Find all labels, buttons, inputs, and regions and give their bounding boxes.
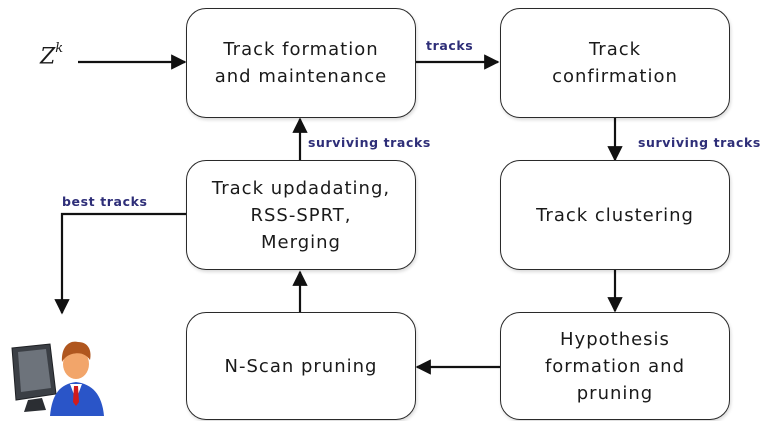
track-formation-box: Track formation and maintenance [186, 8, 416, 118]
n-scan-pruning-label: N-Scan pruning [224, 355, 378, 377]
track-clustering-box: Track clustering [500, 160, 730, 270]
track-formation-label: Track formation and maintenance [214, 39, 388, 87]
track-confirmation-box: Track confirmation [500, 8, 730, 118]
track-updating-label: Track updadating, RSS-SPRT, Merging [211, 177, 391, 253]
surviving-tracks-left-label: surviving tracks [308, 135, 431, 150]
surviving-tracks-right-label: surviving tracks [638, 135, 761, 150]
n-scan-pruning-box: N-Scan pruning [186, 312, 416, 420]
best-tracks-label: best tracks [62, 194, 148, 209]
track-confirmation-label: Track confirmation [552, 39, 678, 87]
hypothesis-label: Hypothesis formation and pruning [544, 328, 686, 404]
track-clustering-label: Track clustering [536, 204, 694, 226]
tracks-edge-label: tracks [426, 38, 474, 53]
track-updating-box: Track updadating, RSS-SPRT, Merging [186, 160, 416, 270]
input-measurements-label: Zk [40, 41, 64, 70]
arrow-updating-to-user [54, 212, 186, 315]
user-at-computer-icon [11, 341, 104, 416]
hypothesis-box: Hypothesis formation and pruning [500, 312, 730, 420]
